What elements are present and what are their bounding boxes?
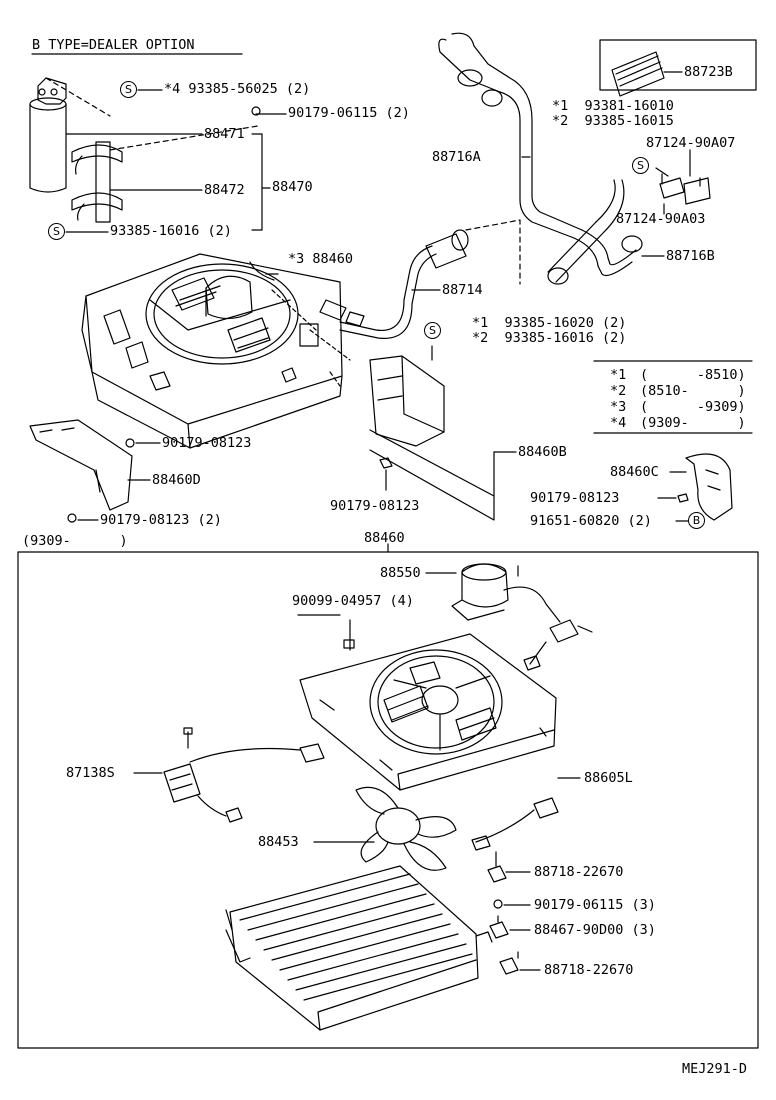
legend-range: (8510- ) <box>640 383 746 399</box>
condenser-core-drawing <box>225 865 493 1031</box>
legend-mark: *4 <box>610 415 627 431</box>
sensor-88605l-drawing <box>471 777 581 851</box>
callout-88718-22670-a: 88718-22670 <box>534 864 624 880</box>
pipe-88716-drawing <box>438 32 665 285</box>
callout-87138s: 87138S <box>66 765 115 781</box>
fan-shroud-drawing <box>297 614 557 791</box>
callout-90179-08123-a: 90179-08123 <box>162 435 252 451</box>
s-symbol-icon: S <box>120 81 137 98</box>
inset-title: 88460 <box>364 530 405 546</box>
legend-mark: *2 <box>610 383 627 399</box>
legend-mark: *1 <box>610 367 627 383</box>
callout-88453: 88453 <box>258 834 299 850</box>
callout-88460-assembly: *3 88460 <box>288 251 354 267</box>
inset-date-range: (9309- ) <box>22 533 128 549</box>
legend-range: ( -9309) <box>640 399 746 415</box>
harness-87138s-drawing <box>133 727 325 823</box>
callout-88460d: 88460D <box>152 472 201 488</box>
callout-93385-16016-b: *2 93385-16016 (2) <box>472 330 627 346</box>
callout-90179-08123-c: 90179-08123 (2) <box>100 512 222 528</box>
callout-88470: 88470 <box>272 179 313 195</box>
callout-88723b: 88723B <box>684 64 733 80</box>
fan-blade-88453-drawing <box>313 786 457 871</box>
receiver-dryer-drawing <box>29 77 111 193</box>
callout-88472: 88472 <box>204 182 245 198</box>
callout-88605l: 88605L <box>584 770 633 786</box>
hose-88714-drawing <box>319 219 521 339</box>
b-symbol-icon: B <box>688 512 705 529</box>
bracket-88460d-drawing <box>29 419 161 523</box>
legend-mark: *3 <box>610 399 627 415</box>
callout-90179-08123-b: 90179-08123 <box>330 498 420 514</box>
s-symbol-icon: S <box>632 157 649 174</box>
legend-range: ( -8510) <box>640 367 746 383</box>
callout-88467-90d00: 88467-90D00 (3) <box>534 922 656 938</box>
callout-90099-04957: 90099-04957 (4) <box>292 593 414 609</box>
inset-box-88723b <box>599 39 757 91</box>
receiver-bracket-drawing <box>71 125 259 223</box>
diagram-title: B TYPE=DEALER OPTION <box>32 37 195 53</box>
callout-88714: 88714 <box>442 282 483 298</box>
callout-88716a: 88716A <box>432 149 481 165</box>
callout-90179-06115: 90179-06115 (2) <box>288 105 410 121</box>
callout-87124-90a07: 87124-90A07 <box>646 135 736 151</box>
nut-90179-middle-drawing <box>379 457 393 491</box>
callout-88550: 88550 <box>380 565 421 581</box>
callout-90179-06115-b: 90179-06115 (3) <box>534 897 656 913</box>
callout-93385-16015: *2 93385-16015 <box>552 113 674 129</box>
callout-91651-60820: 91651-60820 (2) <box>530 513 652 529</box>
inset-88460-frame <box>17 551 759 1049</box>
callout-93381-16010: *1 93381-16010 <box>552 98 674 114</box>
callout-87124-90a03: 87124-90A03 <box>616 211 706 227</box>
callout-88471: 88471 <box>204 126 245 142</box>
callout-93385-56025: *4 93385-56025 (2) <box>164 81 311 97</box>
callout-90179-08123-d: 90179-08123 <box>530 490 620 506</box>
callout-88716b: 88716B <box>666 248 715 264</box>
callout-93385-16020: *1 93385-16020 (2) <box>472 315 627 331</box>
fan-motor-drawing <box>425 563 593 671</box>
bracket-88460c-drawing <box>657 453 733 522</box>
callout-88460b: 88460B <box>518 444 567 460</box>
s-symbol-icon: S <box>424 322 441 339</box>
page-code: MEJ291-D <box>682 1061 748 1077</box>
bracket-87124-drawing <box>655 149 711 215</box>
callout-88718-22670-b: 88718-22670 <box>544 962 634 978</box>
s-symbol-icon: S <box>48 223 65 240</box>
legend-range: (9309- ) <box>640 415 746 431</box>
condenser-assembly-drawing <box>81 253 351 449</box>
callout-88460c: 88460C <box>610 464 659 480</box>
callout-93385-16016: 93385-16016 (2) <box>110 223 232 239</box>
fasteners-inset-drawing <box>487 851 541 975</box>
label-plate-drawing <box>611 51 683 97</box>
bracket-88460b-drawing <box>369 345 517 521</box>
